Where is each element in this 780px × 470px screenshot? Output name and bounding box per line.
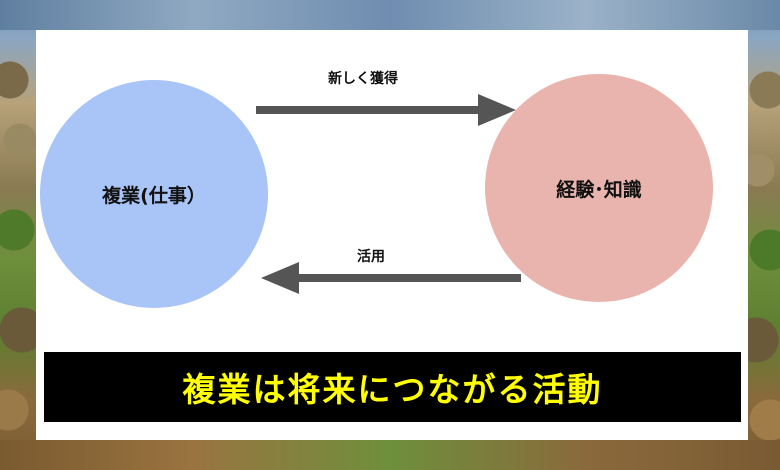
background-left: [0, 0, 36, 470]
background-right: [744, 0, 780, 470]
edge-label-acquire: 新しく獲得: [328, 71, 398, 87]
arrow-layer: [256, 94, 521, 294]
edge-label-utilize: 活用: [357, 249, 385, 265]
node-side-job-label: 複業(仕事）: [102, 184, 206, 207]
summary-banner-text: 複業は将来につながる活動: [182, 370, 603, 409]
arrow-top-head: [478, 94, 516, 126]
node-experience-knowledge: 経験･知識: [485, 74, 713, 302]
background-top: [0, 0, 780, 30]
diagram-panel: 新しく獲得 活用 複業(仕事） 経験･知識 複業は将来につながる活動: [36, 30, 748, 440]
background-bottom: [0, 440, 780, 470]
arrow-bottom-head: [261, 262, 299, 294]
summary-banner: 複業は将来につながる活動: [44, 352, 741, 422]
node-experience-knowledge-label: 経験･知識: [556, 178, 642, 201]
node-side-job: 複業(仕事）: [40, 80, 268, 308]
